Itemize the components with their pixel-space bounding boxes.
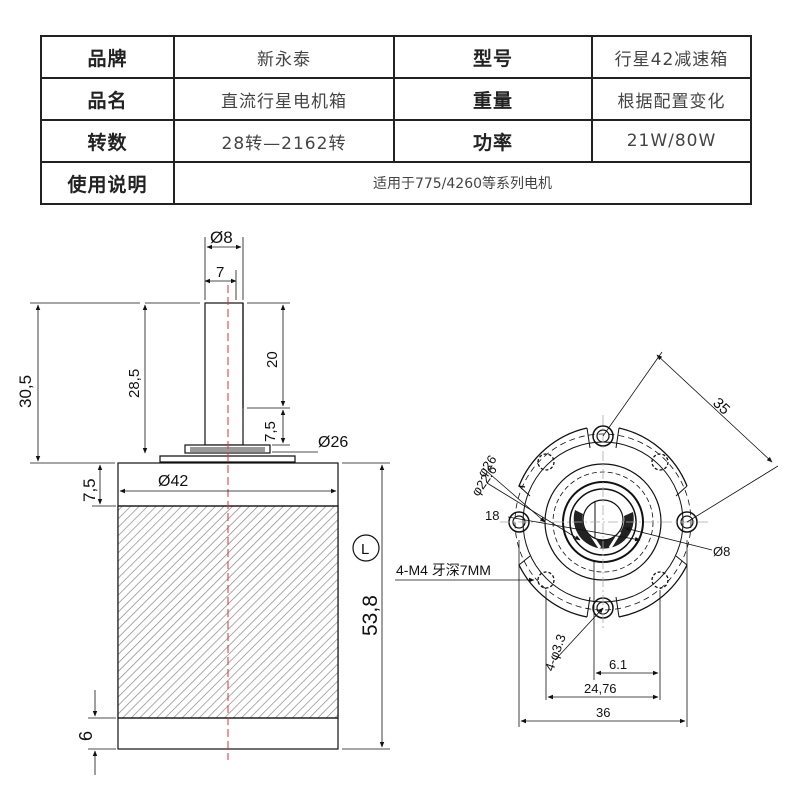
- dim-total-length: 30,5: [16, 375, 35, 408]
- front-view-labels: 35 φ26 φ22.6 18 Ø8 4-M4 牙深7MM 4-φ3.3 6.1…: [396, 394, 733, 720]
- length-marker-label: L: [361, 541, 369, 558]
- spec-table: 品牌 新永泰 型号 行星42减速箱 品名 直流行星电机箱 重量 根据配置变化 转…: [40, 35, 752, 205]
- spec-label: 品牌: [40, 35, 175, 79]
- side-view-labels: Ø8 7 20 7,5 28,5 30,5 Ø26 7,5 Ø42 53,8 6…: [16, 228, 382, 741]
- dim-bottom-ring: 6: [76, 731, 96, 741]
- dim-collar-dia: Ø26: [318, 434, 348, 451]
- dim-flat: 6.1: [609, 657, 627, 672]
- table-row: 转数 28转—2162转 功率 21W/80W: [40, 119, 752, 163]
- spec-label: 功率: [393, 119, 593, 163]
- dim-bolt-circle: 35: [709, 394, 733, 418]
- collar-knurl: [190, 447, 265, 452]
- dim-shaft-length: 28,5: [126, 369, 143, 398]
- side-view: [30, 237, 390, 775]
- usage-text: 适用于775/4260等系列电机: [173, 161, 752, 205]
- output-shaft: [204, 302, 244, 446]
- table-row: 品牌 新永泰 型号 行星42减速箱: [40, 35, 752, 79]
- length-marker: [352, 534, 380, 562]
- thread-hole: [651, 453, 669, 471]
- dim-flat-length: 20: [264, 351, 281, 368]
- dim-body-dia: Ø42: [158, 473, 188, 490]
- spec-label: 型号: [393, 35, 593, 79]
- dim-flat-width: 7: [216, 264, 224, 281]
- spec-value: 直流行星电机箱: [173, 77, 395, 121]
- dim-ring-height: 7,5: [80, 478, 99, 502]
- dim-pilot-inner: φ22.6: [468, 462, 500, 498]
- dim-shaft-dia: Ø8: [210, 228, 233, 247]
- spec-value: 根据配置变化: [591, 77, 752, 121]
- spec-label: 品名: [40, 77, 175, 121]
- usage-label: 使用说明: [40, 161, 175, 205]
- flange-outline: [518, 427, 688, 618]
- spec-value: 21W/80W: [591, 119, 752, 163]
- spec-label: 重量: [393, 77, 593, 121]
- dim-collar-height: 7,5: [262, 421, 279, 442]
- thread-hole: [651, 571, 669, 589]
- thread-hole: [537, 571, 555, 589]
- retaining-clip: [573, 510, 634, 549]
- spec-label: 转数: [40, 119, 175, 163]
- spec-value: 新永泰: [173, 35, 395, 79]
- spec-value: 28转—2162转: [173, 119, 395, 163]
- dim-offset: 18: [485, 508, 499, 523]
- table-row: 品名 直流行星电机箱 重量 根据配置变化: [40, 77, 752, 121]
- table-row: 使用说明 适用于775/4260等系列电机: [40, 161, 752, 205]
- dim-width: 36: [596, 705, 610, 720]
- thread-hole: [537, 453, 555, 471]
- dim-pitch: 24,76: [584, 681, 617, 696]
- spec-value: 行星42减速箱: [591, 35, 752, 79]
- front-view: [395, 351, 779, 727]
- dim-body-length: 53,8: [359, 595, 382, 636]
- dim-shaft: Ø8: [713, 544, 730, 559]
- dim-thread: 4-M4 牙深7MM: [396, 562, 491, 578]
